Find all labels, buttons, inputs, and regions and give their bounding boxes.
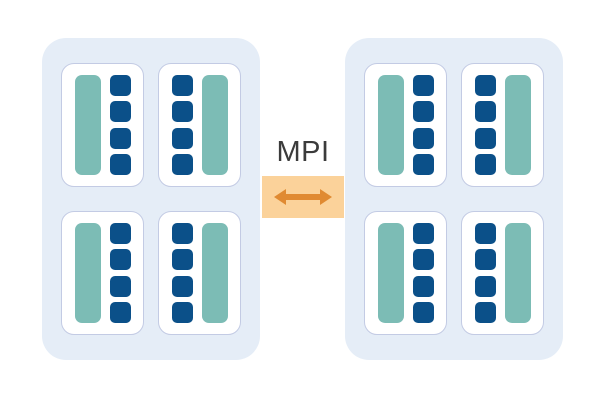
memory-bar: [504, 223, 531, 323]
core: [412, 223, 434, 244]
core: [109, 223, 131, 244]
core: [109, 75, 131, 96]
core: [474, 249, 496, 271]
node-left-socket-1: [61, 63, 144, 187]
mpi-link-band: [262, 176, 344, 218]
mpi-label: MPI: [276, 136, 330, 168]
core: [474, 153, 496, 175]
core: [412, 301, 434, 323]
memory-bar: [201, 223, 228, 323]
core: [109, 301, 131, 323]
memory-bar: [504, 75, 531, 175]
core: [109, 153, 131, 175]
core: [171, 249, 193, 271]
core-group: [412, 223, 434, 323]
memory-bar: [377, 223, 404, 323]
core: [474, 223, 496, 244]
memory-bar: [74, 75, 101, 175]
core-group: [109, 223, 131, 323]
core: [109, 249, 131, 271]
core: [171, 275, 193, 297]
memory-bar: [201, 75, 228, 175]
node-left: [42, 38, 260, 360]
core: [412, 101, 434, 123]
core: [109, 275, 131, 297]
core: [171, 223, 193, 244]
node-left-socket-4: [158, 211, 241, 335]
node-right-socket-4: [461, 211, 544, 335]
node-right-socket-1: [364, 63, 447, 187]
core: [412, 153, 434, 175]
core: [474, 127, 496, 149]
core-group: [109, 75, 131, 175]
mpi-link-group: MPI: [262, 128, 344, 218]
core: [412, 75, 434, 96]
node-left-socket-2: [158, 63, 241, 187]
core: [171, 101, 193, 123]
core: [412, 275, 434, 297]
core: [412, 127, 434, 149]
core: [109, 101, 131, 123]
memory-bar: [377, 75, 404, 175]
core: [474, 101, 496, 123]
core: [474, 301, 496, 323]
core-group: [171, 75, 193, 175]
core: [171, 153, 193, 175]
core: [474, 275, 496, 297]
core: [412, 249, 434, 271]
core-group: [412, 75, 434, 175]
memory-bar: [74, 223, 101, 323]
core-group: [171, 223, 193, 323]
core-group: [474, 223, 496, 323]
core: [474, 75, 496, 96]
double-headed-horizontal-arrow-icon: [272, 186, 334, 208]
core: [171, 301, 193, 323]
node-right-socket-2: [461, 63, 544, 187]
core-group: [474, 75, 496, 175]
node-left-socket-3: [61, 211, 144, 335]
core: [171, 75, 193, 96]
node-right: [345, 38, 563, 360]
core: [171, 127, 193, 149]
core: [109, 127, 131, 149]
node-right-socket-3: [364, 211, 447, 335]
